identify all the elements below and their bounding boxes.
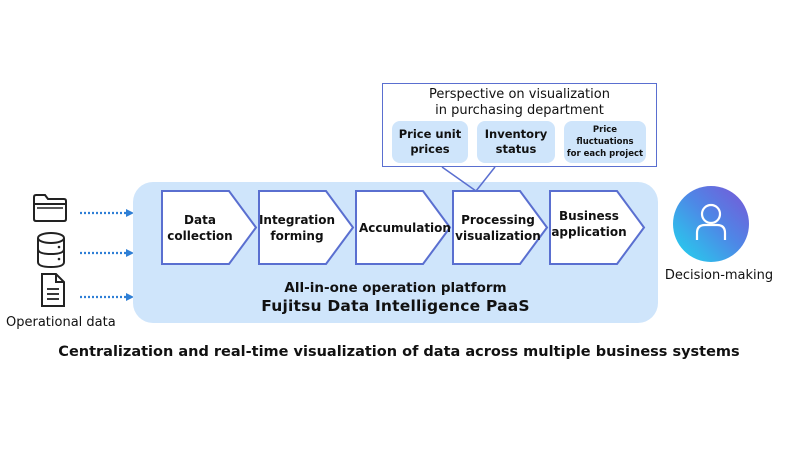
decision-making-label: Decision-making	[664, 268, 774, 283]
chevron-shape	[549, 190, 646, 265]
dotted-arrow-database	[80, 249, 134, 257]
chevron-shape	[452, 190, 549, 265]
dotted-arrow-document	[80, 293, 134, 301]
dotted-arrow-folder	[80, 209, 134, 217]
decision-maker-avatar	[673, 186, 749, 262]
database-icon	[35, 231, 67, 269]
step-label: Accumulation	[359, 220, 451, 235]
chevron-shape	[161, 190, 258, 265]
platform-name: Fujitsu Data Intelligence PaaS	[261, 297, 530, 315]
chevron-shape	[258, 190, 355, 265]
input-arrows	[80, 209, 134, 301]
person-icon	[695, 203, 727, 240]
folder-icon	[32, 193, 68, 223]
document-icon	[40, 272, 66, 308]
diagram-caption: Centralization and real-time visualizati…	[58, 344, 740, 360]
chevron-shape	[355, 190, 452, 265]
platform-subtitle: All-in-one operation platform	[284, 280, 507, 296]
operational-data-label: Operational data	[6, 315, 116, 330]
step-accumulation: Accumulation	[355, 190, 452, 265]
